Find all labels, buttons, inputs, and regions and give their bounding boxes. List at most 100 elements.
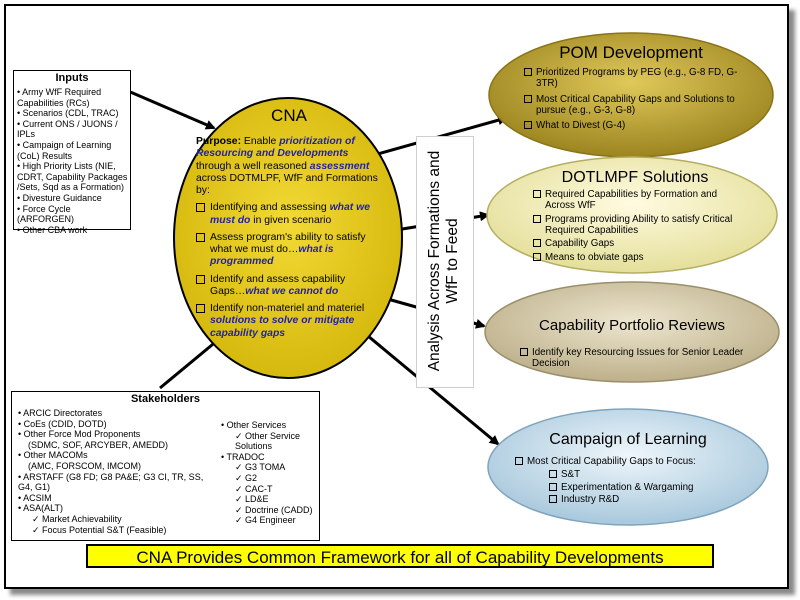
dotmlpf-item-text: Required Capabilities by Formation and A…	[545, 189, 718, 212]
footer-banner: CNA Provides Common Framework for all of…	[86, 544, 714, 568]
pom-item: Prioritized Programs by PEG (e.g., G-8 F…	[524, 67, 742, 90]
checkbox-icon	[524, 121, 532, 130]
arrow-inputs-to-cna	[127, 89, 216, 130]
cna-purpose-text: Enable	[241, 136, 280, 147]
stakeholder-item: Other Force Mod Proponents	[18, 429, 208, 440]
checkbox-icon	[524, 68, 532, 76]
cna-item-emphasis: what we cannot do	[245, 285, 339, 297]
cna-item-emphasis: what we must do	[210, 202, 370, 226]
cna-oval	[173, 97, 403, 379]
checkbox-icon	[524, 94, 532, 103]
col-item: Most Critical Capability Gaps to Focus:	[515, 456, 745, 467]
dotmlpf-list: Required Capabilities by Formation and A…	[533, 189, 747, 265]
inputs-item: Campaign of Learning (CoL) Results	[17, 140, 130, 161]
cna-purpose: Purpose: Enable prioritization of Resour…	[196, 136, 382, 197]
analysis-box	[416, 136, 474, 388]
cpr-oval	[484, 281, 780, 383]
checkbox-icon	[533, 190, 541, 198]
cna-item: Identifying and assessing what we must d…	[196, 202, 382, 227]
col-item-text: Most Critical Capability Gaps to Focus:	[527, 456, 696, 467]
cna-item-emphasis: what is programmed	[210, 244, 334, 268]
stakeholders-left-list: ARCIC DirectoratesCoEs (CDID, DOTD)Other…	[15, 408, 208, 535]
cna-item-text: Identify non-materiel and materiel	[210, 303, 365, 315]
cna-item: Assess program's ability to satisfy what…	[196, 232, 382, 269]
dotmlpf-item-text: Programs providing Ability to satisfy Cr…	[545, 213, 733, 237]
cna-item-text: Assess program's ability to satisfy what…	[210, 231, 366, 256]
stakeholder-item: G3 TOMA	[221, 462, 321, 473]
col-subitem: Experimentation & Wargaming	[515, 482, 745, 493]
checkbox-icon	[520, 348, 528, 356]
inputs-item: Force Cycle (ARFORGEN)	[17, 204, 130, 225]
stakeholder-item: Other Services	[221, 420, 321, 431]
dotmlpf-item-text: Means to obviate gaps	[545, 251, 644, 263]
stakeholder-item: ARCIC Directorates	[18, 408, 208, 419]
stakeholder-item: ACSIM	[18, 493, 208, 504]
checkbox-icon	[549, 470, 557, 479]
pom-item-text: Most Critical Capability Gaps and Soluti…	[536, 93, 735, 117]
stakeholder-item: ARSTAFF (G8 FD; G8 PA&E; G3 CI, TR, SS, …	[18, 472, 208, 493]
stakeholder-item: (AMC, FORSCOM, IMCOM)	[28, 461, 141, 472]
dotmlpf-oval	[486, 156, 778, 274]
col-subitem-text: Experimentation & Wargaming	[561, 481, 694, 493]
stakeholder-item: ASA(ALT)	[18, 503, 208, 514]
pom-item: Most Critical Capability Gaps and Soluti…	[524, 94, 742, 117]
stakeholders-title: Stakeholders	[130, 393, 201, 405]
dotmlpf-item: Required Capabilities by Formation and A…	[533, 189, 747, 212]
col-title: Campaign of Learning	[549, 431, 707, 448]
checkbox-icon	[196, 232, 205, 242]
pom-item-text: Prioritized Programs by PEG (e.g., G-8 F…	[536, 67, 738, 90]
checkbox-icon	[549, 482, 557, 491]
stakeholder-item: CAC-T	[221, 484, 321, 495]
inputs-title: Inputs	[55, 72, 89, 84]
cna-purpose-emphasis: prioritization of Resourcing and Develop…	[196, 136, 355, 160]
cna-purpose-label: Purpose:	[196, 136, 242, 147]
stakeholder-item: CoEs (CDID, DOTD)	[18, 419, 208, 430]
col-subitem-text: S&T	[561, 469, 581, 481]
inputs-item: Divesture Guidance	[17, 193, 130, 204]
col-subitem: Industry R&D	[515, 494, 745, 505]
checkbox-icon	[533, 214, 541, 223]
checkbox-icon	[533, 252, 541, 261]
col-list: Most Critical Capability Gaps to Focus: …	[515, 456, 745, 506]
checkbox-icon	[515, 457, 523, 465]
cna-item-emphasis: solutions to solve or mitigate capabilit…	[210, 315, 355, 339]
stakeholder-item: Doctrine (CADD)	[221, 505, 321, 516]
pom-item-text: What to Divest (G-4)	[536, 120, 626, 132]
cna-item-text: in given scenario	[250, 214, 332, 226]
cna-title: CNA	[271, 106, 307, 125]
cpr-item: Identify key Resourcing Issues for Senio…	[520, 347, 760, 370]
col-subitem-text: Industry R&D	[561, 494, 620, 506]
inputs-list: Army WfF Required Capabilities (RCs) Sce…	[14, 87, 130, 236]
pom-title: POM Development	[559, 43, 703, 62]
stakeholder-item: G2	[221, 473, 321, 484]
cna-item: Identify and assess capability Gaps…what…	[196, 274, 382, 299]
checkbox-icon	[196, 304, 205, 314]
stakeholder-item: Other Service Solutions	[221, 431, 321, 452]
inputs-item: Scenarios (CDL, TRAC)	[17, 108, 130, 119]
dotmlpf-item-text: Capability Gaps	[545, 238, 615, 250]
col-subitem: S&T	[515, 469, 745, 480]
checkbox-icon	[549, 495, 557, 504]
stakeholder-item: (SDMC, SOF, ARCYBER, AMEDD)	[28, 439, 169, 450]
pom-list: Prioritized Programs by PEG (e.g., G-8 F…	[524, 67, 742, 136]
cpr-item-text: Identify key Resourcing Issues for Senio…	[532, 347, 744, 370]
dotmlpf-item: Programs providing Ability to satisfy Cr…	[533, 214, 747, 237]
inputs-item: Current ONS / JUONS / IPLs	[17, 119, 130, 140]
dotmlpf-item: Means to obviate gaps	[533, 252, 747, 263]
inputs-item: Other CBA work	[17, 225, 130, 236]
stakeholder-item: Market Achievability	[18, 514, 208, 525]
cna-item-text: Identifying and assessing	[210, 202, 330, 214]
dotmlpf-item: Capability Gaps	[533, 238, 747, 249]
checkbox-icon	[196, 203, 205, 213]
cpr-list: Identify key Resourcing Issues for Senio…	[520, 347, 760, 374]
checkbox-icon	[196, 274, 205, 284]
stakeholders-right-list: Other ServicesOther Service SolutionsTRA…	[218, 420, 321, 526]
stakeholder-item: TRADOC	[221, 452, 321, 463]
cna-item-text: Identify and assess capability Gaps…	[210, 273, 346, 297]
cpr-title: Capability Portfolio Reviews	[539, 317, 725, 334]
arrow-cna-to-col	[367, 334, 500, 446]
stakeholder-item: Other MACOMs	[18, 450, 208, 461]
inputs-item: High Priority Lists (NIE, CDRT, Capabili…	[17, 161, 130, 193]
stakeholder-item: Focus Potential S&T (Feasible)	[18, 525, 208, 536]
